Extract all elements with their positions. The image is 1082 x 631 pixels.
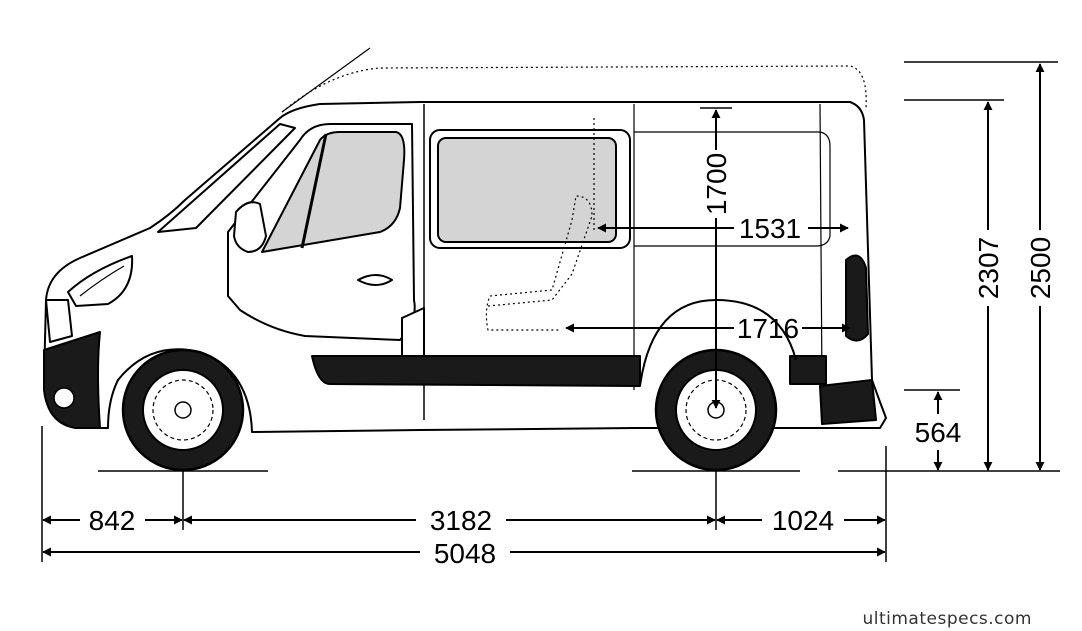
seat-outline — [485, 195, 593, 331]
watermark: ultimatespecs.com — [862, 609, 1032, 629]
load-sill-height-label: 564 — [915, 417, 962, 448]
height-standard-label: 2307 — [973, 237, 1004, 299]
rear-bumper — [819, 379, 877, 425]
side-rub-strip — [311, 355, 641, 387]
front-bumper — [43, 331, 101, 429]
side-mirror — [233, 201, 267, 253]
wheelbase-label: 3182 — [430, 505, 492, 536]
cargo-height-label: 1700 — [701, 153, 732, 215]
cab-window-pillar — [300, 133, 328, 249]
front-grille — [45, 299, 73, 343]
mirror-arm-dotted — [281, 47, 371, 113]
front-wheel — [121, 348, 245, 472]
cab-door-handle — [357, 274, 393, 286]
cargo-length-upper-label: 1531 — [739, 213, 801, 244]
van-body — [43, 101, 887, 433]
dimension-lines — [41, 61, 1058, 562]
rear-wheel — [654, 348, 778, 472]
windscreen — [157, 123, 296, 233]
rear-overhang-label: 1024 — [772, 505, 834, 536]
van-side-view — [43, 47, 887, 433]
height-high-roof-label: 2500 — [1025, 237, 1056, 299]
overall-length-label: 5048 — [434, 538, 496, 569]
cargo-length-floor-label: 1716 — [737, 313, 799, 344]
rear-lamp — [845, 254, 869, 342]
sliding-door-handle — [401, 307, 425, 361]
front-overhang-label: 842 — [89, 505, 136, 536]
